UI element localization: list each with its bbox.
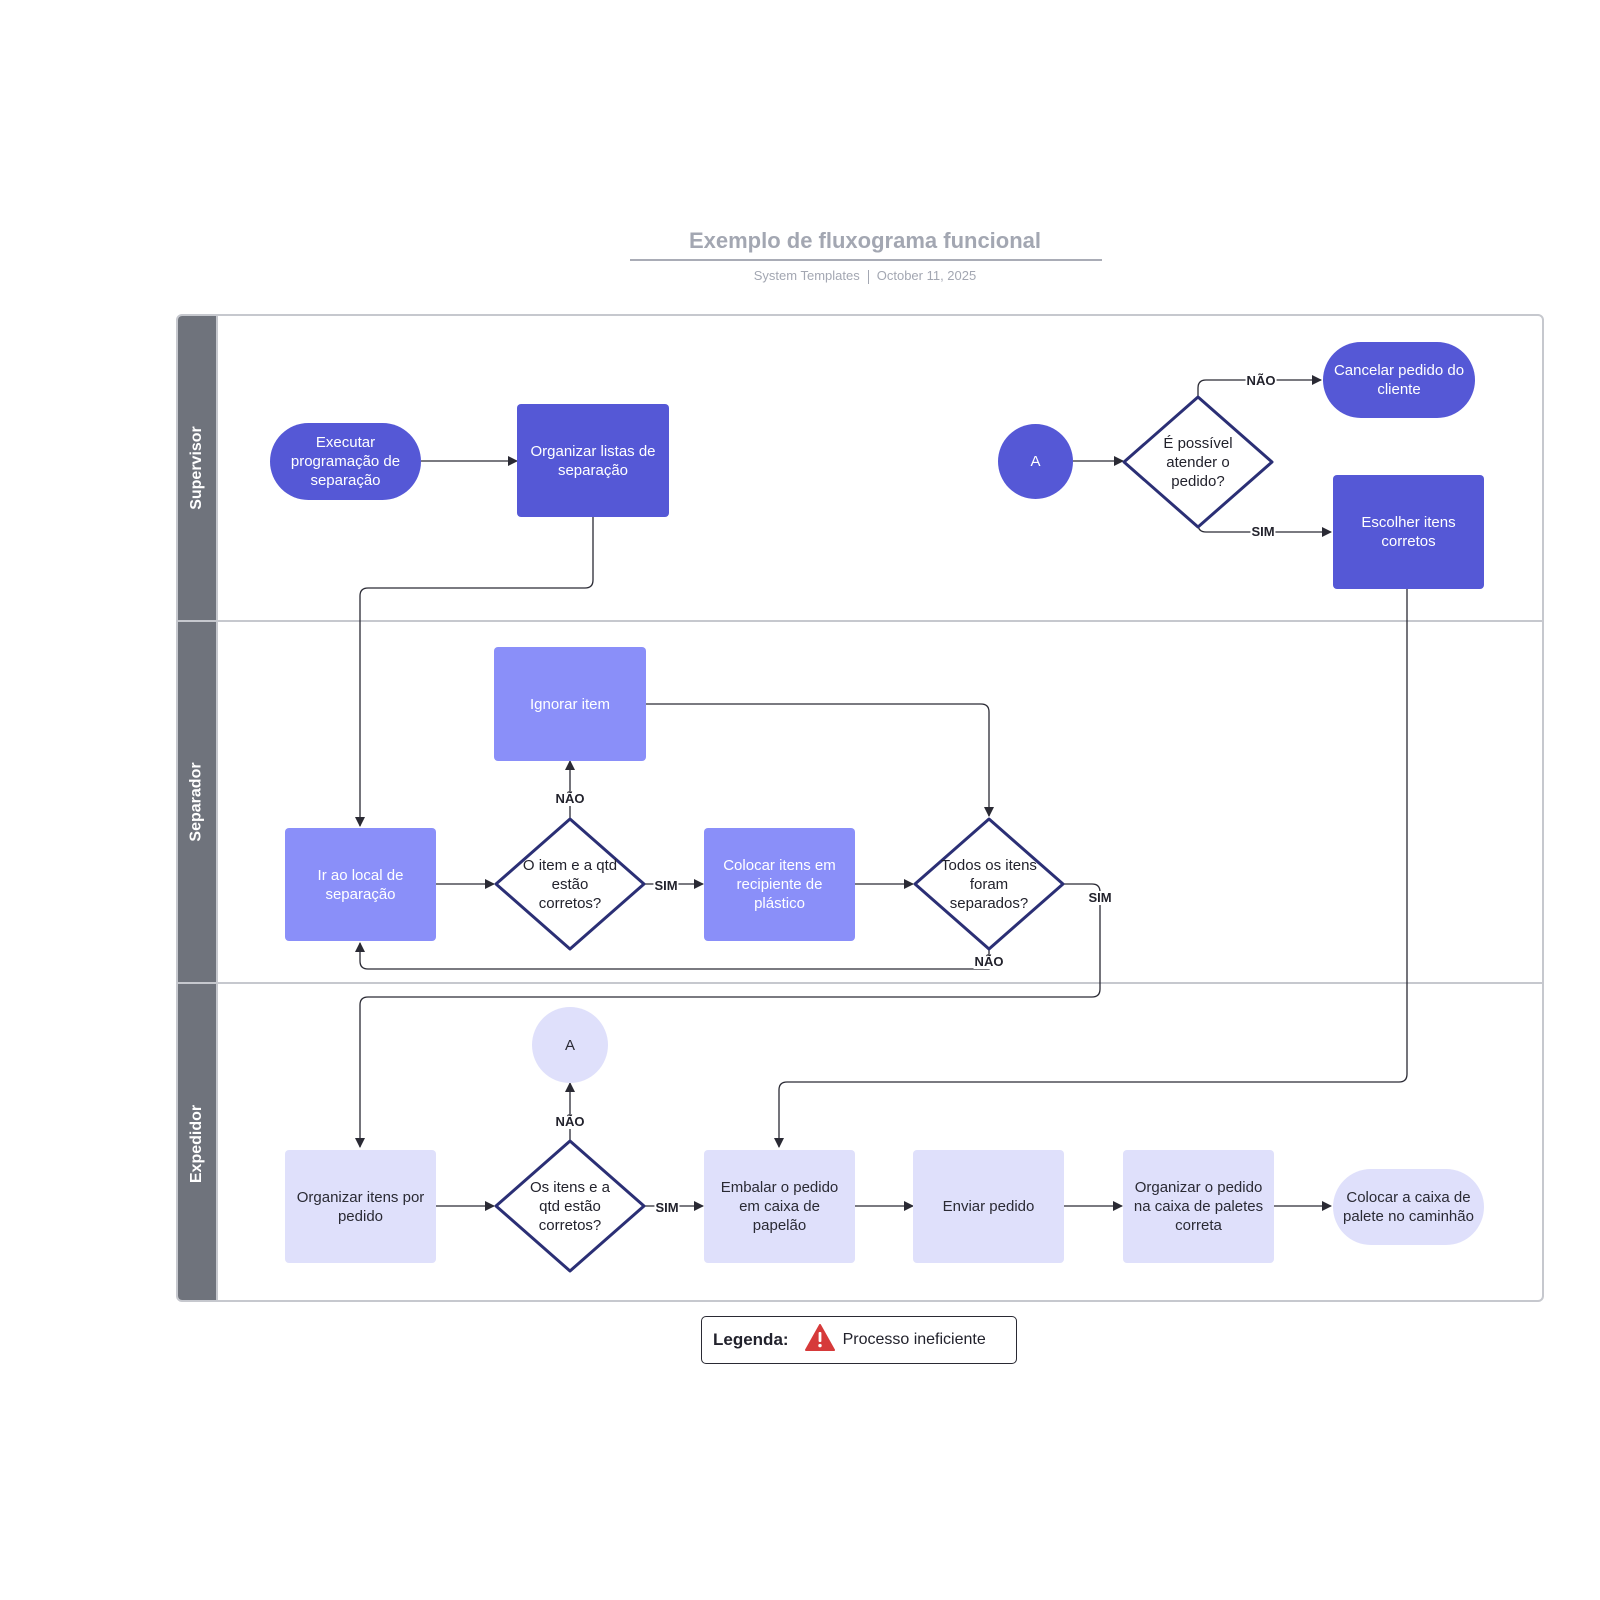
edge-ignorar-todos [646, 703, 994, 817]
organizar-listas-node[interactable]: Organizar listas de separação [517, 404, 669, 517]
swimlane-pool: Supervisor Separador Expedidor [176, 314, 1544, 1302]
decision-item-shape [494, 817, 646, 951]
decision-todos-text[interactable]: Todos os itens foram separados? [941, 856, 1037, 912]
meta-divider [867, 269, 869, 284]
colocar-itens-node[interactable]: Colocar itens em recipiente de plástico [704, 828, 855, 941]
lane-header-expedidor[interactable]: Expedidor [178, 984, 216, 1300]
edge-todos-organizar-itens [355, 883, 1101, 1148]
decision-todos-shape [913, 817, 1065, 951]
edge-label-nao-ignorar: NÃO [554, 791, 586, 806]
template-source: System Templates [753, 268, 860, 283]
lane-divider-2 [178, 982, 1542, 984]
lane-header-supervisor[interactable]: Supervisor [178, 316, 216, 620]
connector-a-bottom[interactable]: A [532, 1007, 608, 1083]
edge-label-nao-todos: NÃO [973, 954, 1005, 969]
embalar-node[interactable]: Embalar o pedido em caixa de papelão [704, 1150, 855, 1263]
connector-a-top[interactable]: A [998, 424, 1073, 499]
organizar-itens-node[interactable]: Organizar itens por pedido [285, 1150, 436, 1263]
title-meta: System Templates October 11, 2025 [630, 268, 1100, 284]
decision-item-text[interactable]: O item e a qtd estão corretos? [522, 856, 618, 912]
page-title: Exemplo de fluxograma funcional [688, 228, 1042, 253]
edge-label-sim-embalar: SIM [654, 1200, 680, 1215]
cancelar-node[interactable]: Cancelar pedido do cliente [1323, 342, 1475, 418]
edge-label-sim-colocar: SIM [653, 878, 679, 893]
lane-header-separador[interactable]: Separador [178, 622, 216, 982]
decision-itens-shape [494, 1139, 646, 1273]
ignorar-node[interactable]: Ignorar item [494, 647, 646, 761]
title-underline [630, 259, 1102, 261]
organizar-pedido-node[interactable]: Organizar o pedido na caixa de paletes c… [1123, 1150, 1274, 1263]
warning-icon [804, 1324, 835, 1356]
edge-label-nao-cancelar: NÃO [1245, 373, 1277, 388]
executar-node[interactable]: Executar programação de separação [270, 423, 421, 500]
escolher-node[interactable]: Escolher itens corretos [1333, 475, 1484, 589]
legend-item-label: Processo ineficiente [842, 1331, 986, 1348]
edge-decisao-cancelar [1197, 375, 1322, 397]
decision-itens-text[interactable]: Os itens e a qtd estão corretos? [529, 1178, 611, 1234]
decision-atender-text[interactable]: É possível atender o pedido? [1163, 434, 1233, 490]
colocar-caixa-node[interactable]: Colocar a caixa de palete no caminhão [1333, 1169, 1484, 1245]
enviar-node[interactable]: Enviar pedido [913, 1150, 1064, 1263]
lane-divider-1 [178, 620, 1542, 622]
decision-atender-shape [1122, 395, 1274, 529]
legend-box: Legenda: Processo ineficiente [701, 1316, 1017, 1364]
template-date: October 11, 2025 [876, 268, 977, 283]
edge-escolher-embalar [774, 589, 1408, 1148]
edge-label-sim-todos: SIM [1087, 890, 1113, 905]
edge-label-sim-escolher: SIM [1250, 524, 1276, 539]
lane-header-divider [216, 316, 218, 1300]
legend-title: Legenda: [713, 1330, 789, 1349]
ir-local-node[interactable]: Ir ao local de separação [285, 828, 436, 941]
edge-todos-ir-local [355, 942, 990, 970]
edge-organizar-ir-local [355, 517, 594, 827]
edge-label-nao-a: NÃO [554, 1114, 586, 1129]
